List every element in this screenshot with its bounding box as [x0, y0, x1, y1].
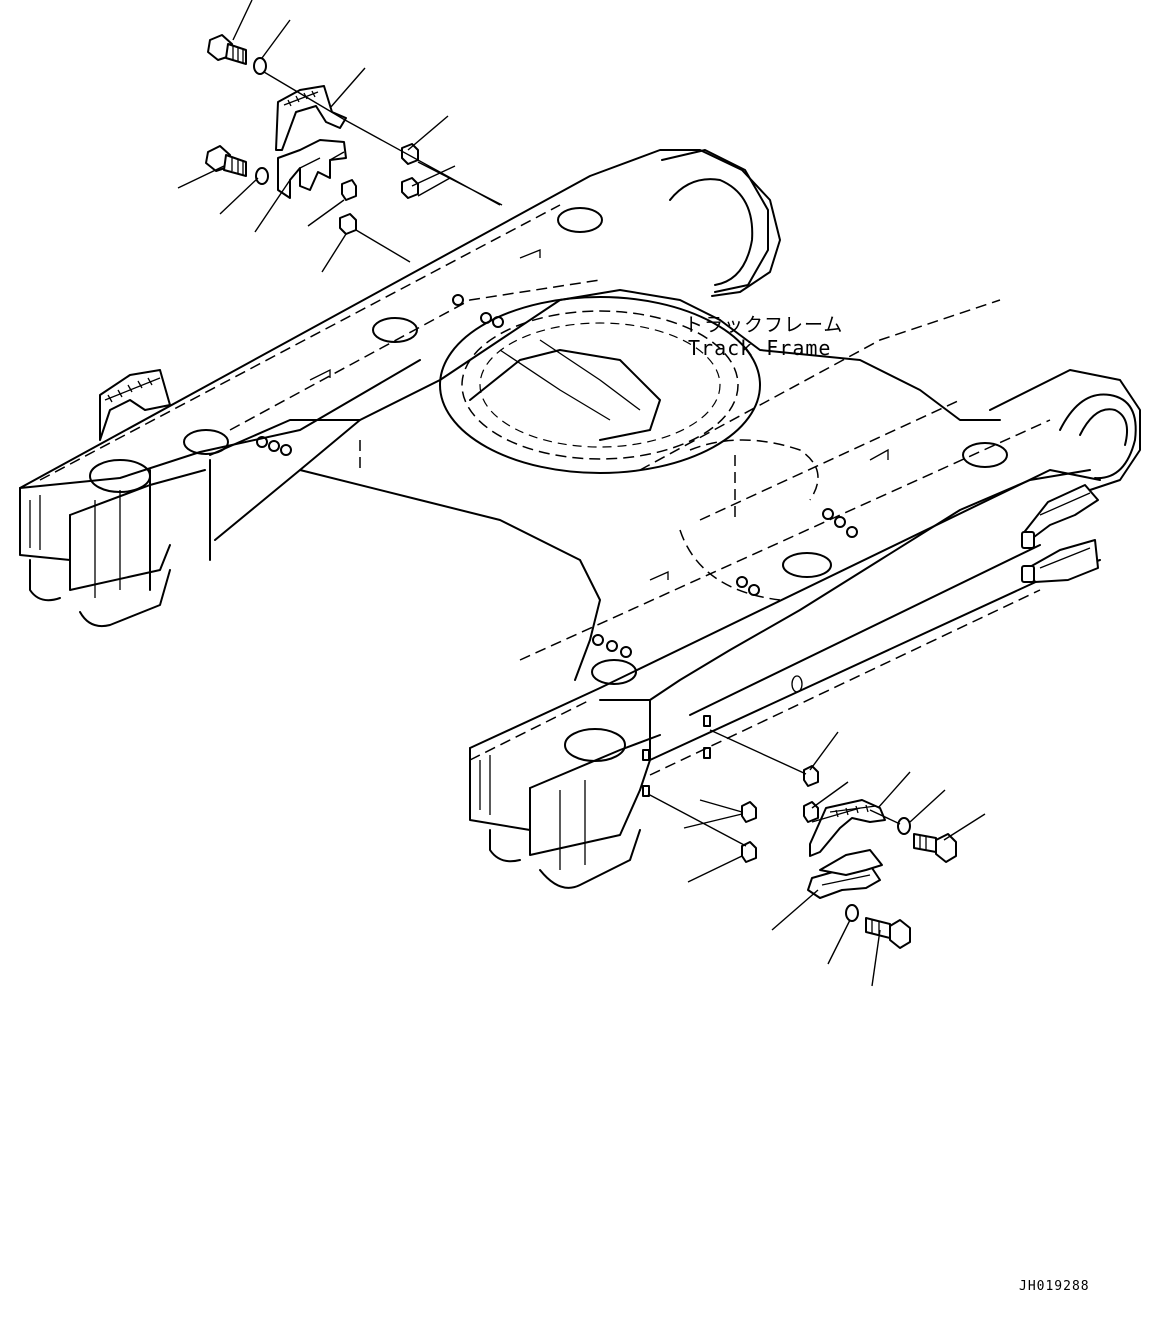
nuts-lower — [741, 765, 819, 863]
track-frame-label-jp: トラックフレーム — [684, 314, 844, 336]
washer-upper-1 — [253, 57, 267, 75]
lower-exploded-parts — [642, 715, 986, 987]
track-frame — [19, 149, 1141, 889]
bracket-upper — [277, 139, 347, 199]
frame-mounted-guards — [99, 369, 1099, 583]
track-frame-label-en: Track Frame — [688, 336, 832, 360]
bolt-upper-1 — [207, 34, 247, 65]
washer-upper-2 — [255, 167, 269, 185]
guard-plate-upper — [275, 85, 347, 151]
washer-lower-2 — [845, 904, 859, 922]
guard-plate-lower — [809, 799, 886, 857]
bolt-upper-2 — [205, 145, 247, 177]
bolt-lower-2 — [865, 917, 911, 949]
nuts-upper — [339, 143, 419, 235]
bolt-lower-1 — [913, 833, 957, 863]
upper-exploded-parts — [177, 0, 503, 273]
washer-lower-1 — [897, 817, 911, 835]
drawing-code: JH019288 — [1019, 1279, 1090, 1294]
bracket-lower — [807, 849, 883, 899]
